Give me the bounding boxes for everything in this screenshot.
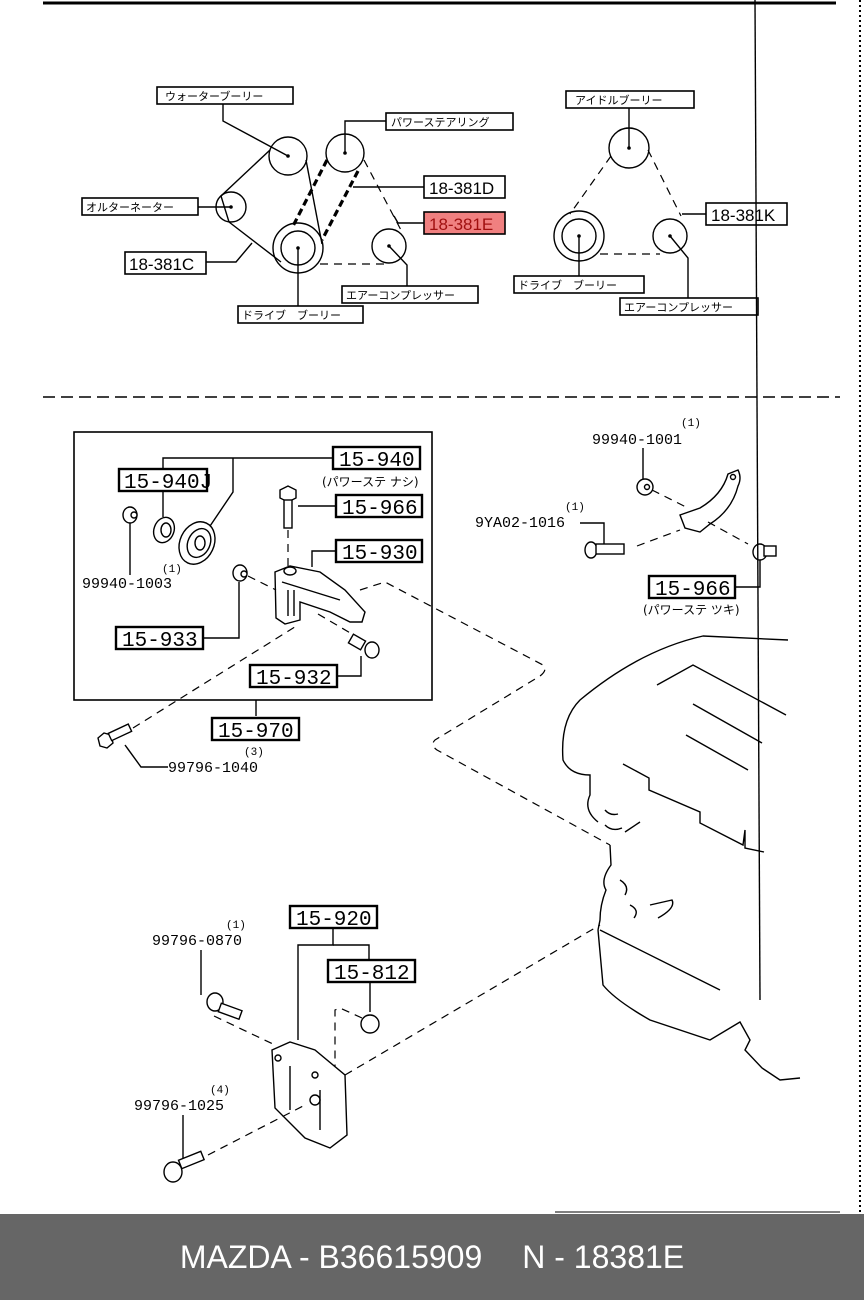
lower-bracket: 15-920 15-812 (1) 99796-0870 (4) 99796-1… xyxy=(134,904,601,1183)
power-steering-bracket: (1) 99940-1001 (1) 9YA02-1016 15-966 (パワ… xyxy=(475,418,777,617)
part-15-940[interactable]: 15-940 xyxy=(339,450,415,473)
qty-99796-1025: (4) xyxy=(210,1085,230,1097)
qty-99796-0870: (1) xyxy=(226,920,246,932)
bolt-15-966-shape xyxy=(279,485,297,503)
note-power-steering-with: (パワーステ ツキ) xyxy=(643,603,740,617)
label-air-compressor-left: エアーコンプレッサー xyxy=(346,289,455,302)
label-air-compressor-right: エアーコンプレッサー xyxy=(624,301,733,314)
label-water-pulley: ウォーターブーリー xyxy=(165,89,263,103)
reference-code: N - 18381E xyxy=(522,1238,685,1275)
brand-part-number: MAZDA - B36615909 xyxy=(179,1238,483,1275)
part-15-966-lower[interactable]: 15-966 xyxy=(655,579,731,602)
part-15-933[interactable]: 15-933 xyxy=(122,630,198,653)
label-power-steering: パワーステアリング xyxy=(391,115,489,129)
bracket-mount-bolts: 15-970 (3) 99796-1040 xyxy=(97,624,301,777)
part-15-920[interactable]: 15-920 xyxy=(296,909,372,932)
assembly-frame xyxy=(73,431,433,701)
label-drive-pulley-left: ドライブ ブーリー xyxy=(242,308,341,322)
bolt-99796-1025-shape xyxy=(163,1161,183,1183)
engine-outline xyxy=(561,0,801,1081)
qty-15-970: (3) xyxy=(244,747,264,759)
qty-99940-1001: (1) xyxy=(681,418,701,430)
part-15-970[interactable]: 15-970 xyxy=(218,721,294,744)
part-99796-0870[interactable]: 99796-0870 xyxy=(152,933,242,950)
bracket-15-930-shape xyxy=(274,565,366,625)
bracket-15-920-shape xyxy=(271,1041,348,1149)
bushing-15-812-shape xyxy=(360,1014,380,1034)
part-9ya02-1016[interactable]: 9YA02-1016 xyxy=(475,515,565,532)
code-18-381c[interactable]: 18-381C xyxy=(129,255,194,274)
belt-c xyxy=(220,149,282,263)
code-18-381e[interactable]: 18-381E xyxy=(429,215,493,234)
belt-diagram-right: アイドルブーリー ドライブ ブーリー エアーコンプレッサー 18-381K xyxy=(513,90,788,316)
part-99940-1001[interactable]: 99940-1001 xyxy=(592,432,682,449)
qty-9ya02-1016: (1) xyxy=(565,502,585,514)
belt-d xyxy=(290,159,329,229)
part-15-940j[interactable]: 15-940J xyxy=(124,472,212,495)
part-15-930[interactable]: 15-930 xyxy=(342,543,418,566)
note-power-steering-without: (パワーステ ナシ) xyxy=(322,475,419,489)
code-18-381d[interactable]: 18-381D xyxy=(429,179,494,198)
part-15-812[interactable]: 15-812 xyxy=(334,963,410,986)
part-99796-1025[interactable]: 99796-1025 xyxy=(134,1098,224,1115)
part-15-932[interactable]: 15-932 xyxy=(256,668,332,691)
qty-99940-1003: (1) xyxy=(162,564,182,576)
bolt-15-932-shape xyxy=(364,641,380,659)
part-99940-1003[interactable]: 99940-1003 xyxy=(82,576,172,593)
belt-diagram-left: ウォーターブーリー パワーステアリング オルターネーター エアーコンプレッサー … xyxy=(81,86,514,324)
label-drive-pulley-right: ドライブ ブーリー xyxy=(518,278,617,292)
part-15-966-upper[interactable]: 15-966 xyxy=(342,498,418,521)
footer-caption: MAZDA - B36615909 N - 18381E xyxy=(0,1214,864,1300)
bolt-99796-0870-shape xyxy=(206,992,224,1012)
code-18-381k[interactable]: 18-381K xyxy=(711,206,776,225)
ps-bracket-shape xyxy=(679,469,741,533)
label-idle-pulley: アイドルブーリー xyxy=(575,93,662,107)
bolt-9ya02-1016-shape xyxy=(584,541,598,559)
label-alternator: オルターネーター xyxy=(86,201,174,214)
part-99796-1040[interactable]: 99796-1040 xyxy=(168,760,258,777)
bracket-assembly: 15-940 (パワーステ ナシ) 15-940J (1) 99940-1003… xyxy=(73,431,611,846)
